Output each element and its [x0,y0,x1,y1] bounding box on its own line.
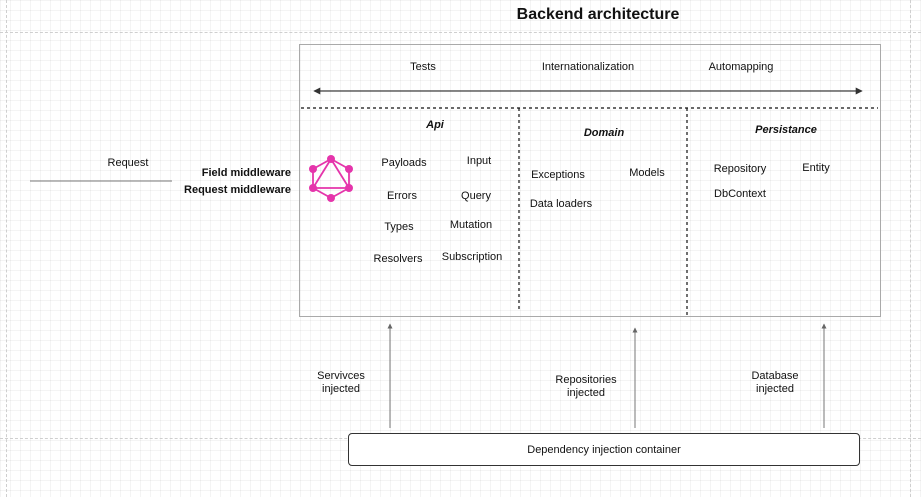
services-injected-line1: Servivces [317,370,365,382]
api-item-types: Types [384,221,414,233]
api-item-query: Query [461,190,491,202]
api-item-errors: Errors [387,190,417,202]
api-item-payloads: Payloads [381,157,427,169]
backend-boundary-box[interactable] [299,44,881,317]
crosscutting-tests: Tests [410,61,436,73]
repositories-injected-line1: Repositories [555,374,617,386]
services-injected-line2: injected [322,383,360,395]
api-item-mutation: Mutation [449,219,493,231]
persistance-item-entity: Entity [802,162,830,174]
api-item-resolvers: Resolvers [373,253,423,265]
persistance-section-title: Persistance [755,124,817,136]
request-label: Request [107,157,149,169]
api-section-title: Api [426,119,444,131]
request-middleware-label: Request middleware [184,184,291,196]
api-item-input: Input [466,155,492,167]
database-injected-line1: Database [751,370,799,382]
guide-line-right [910,0,911,497]
graphql-logo-icon [309,155,353,202]
crosscutting-internationalization: Internationalization [541,61,635,73]
repositories-injected-line2: injected [567,387,605,399]
guide-line-left [6,0,7,497]
domain-item-data-loaders: Data loaders [529,198,593,210]
database-injected-line2: injected [756,383,794,395]
dependency-injection-container[interactable]: Dependency injection container [348,433,860,466]
domain-item-exceptions: Exceptions [531,169,585,181]
domain-section-title: Domain [583,127,625,139]
persistance-item-repository: Repository [713,163,767,175]
field-middleware-label: Field middleware [201,167,291,179]
domain-item-models: Models [629,167,665,179]
diagram-title: Backend architecture [516,6,680,23]
persistance-item-dbcontext: DbContext [714,188,766,200]
di-container-label: Dependency injection container [527,443,681,456]
api-item-subscription: Subscription [441,251,503,263]
crosscutting-automapping: Automapping [708,61,774,73]
guide-line-top [0,32,921,33]
